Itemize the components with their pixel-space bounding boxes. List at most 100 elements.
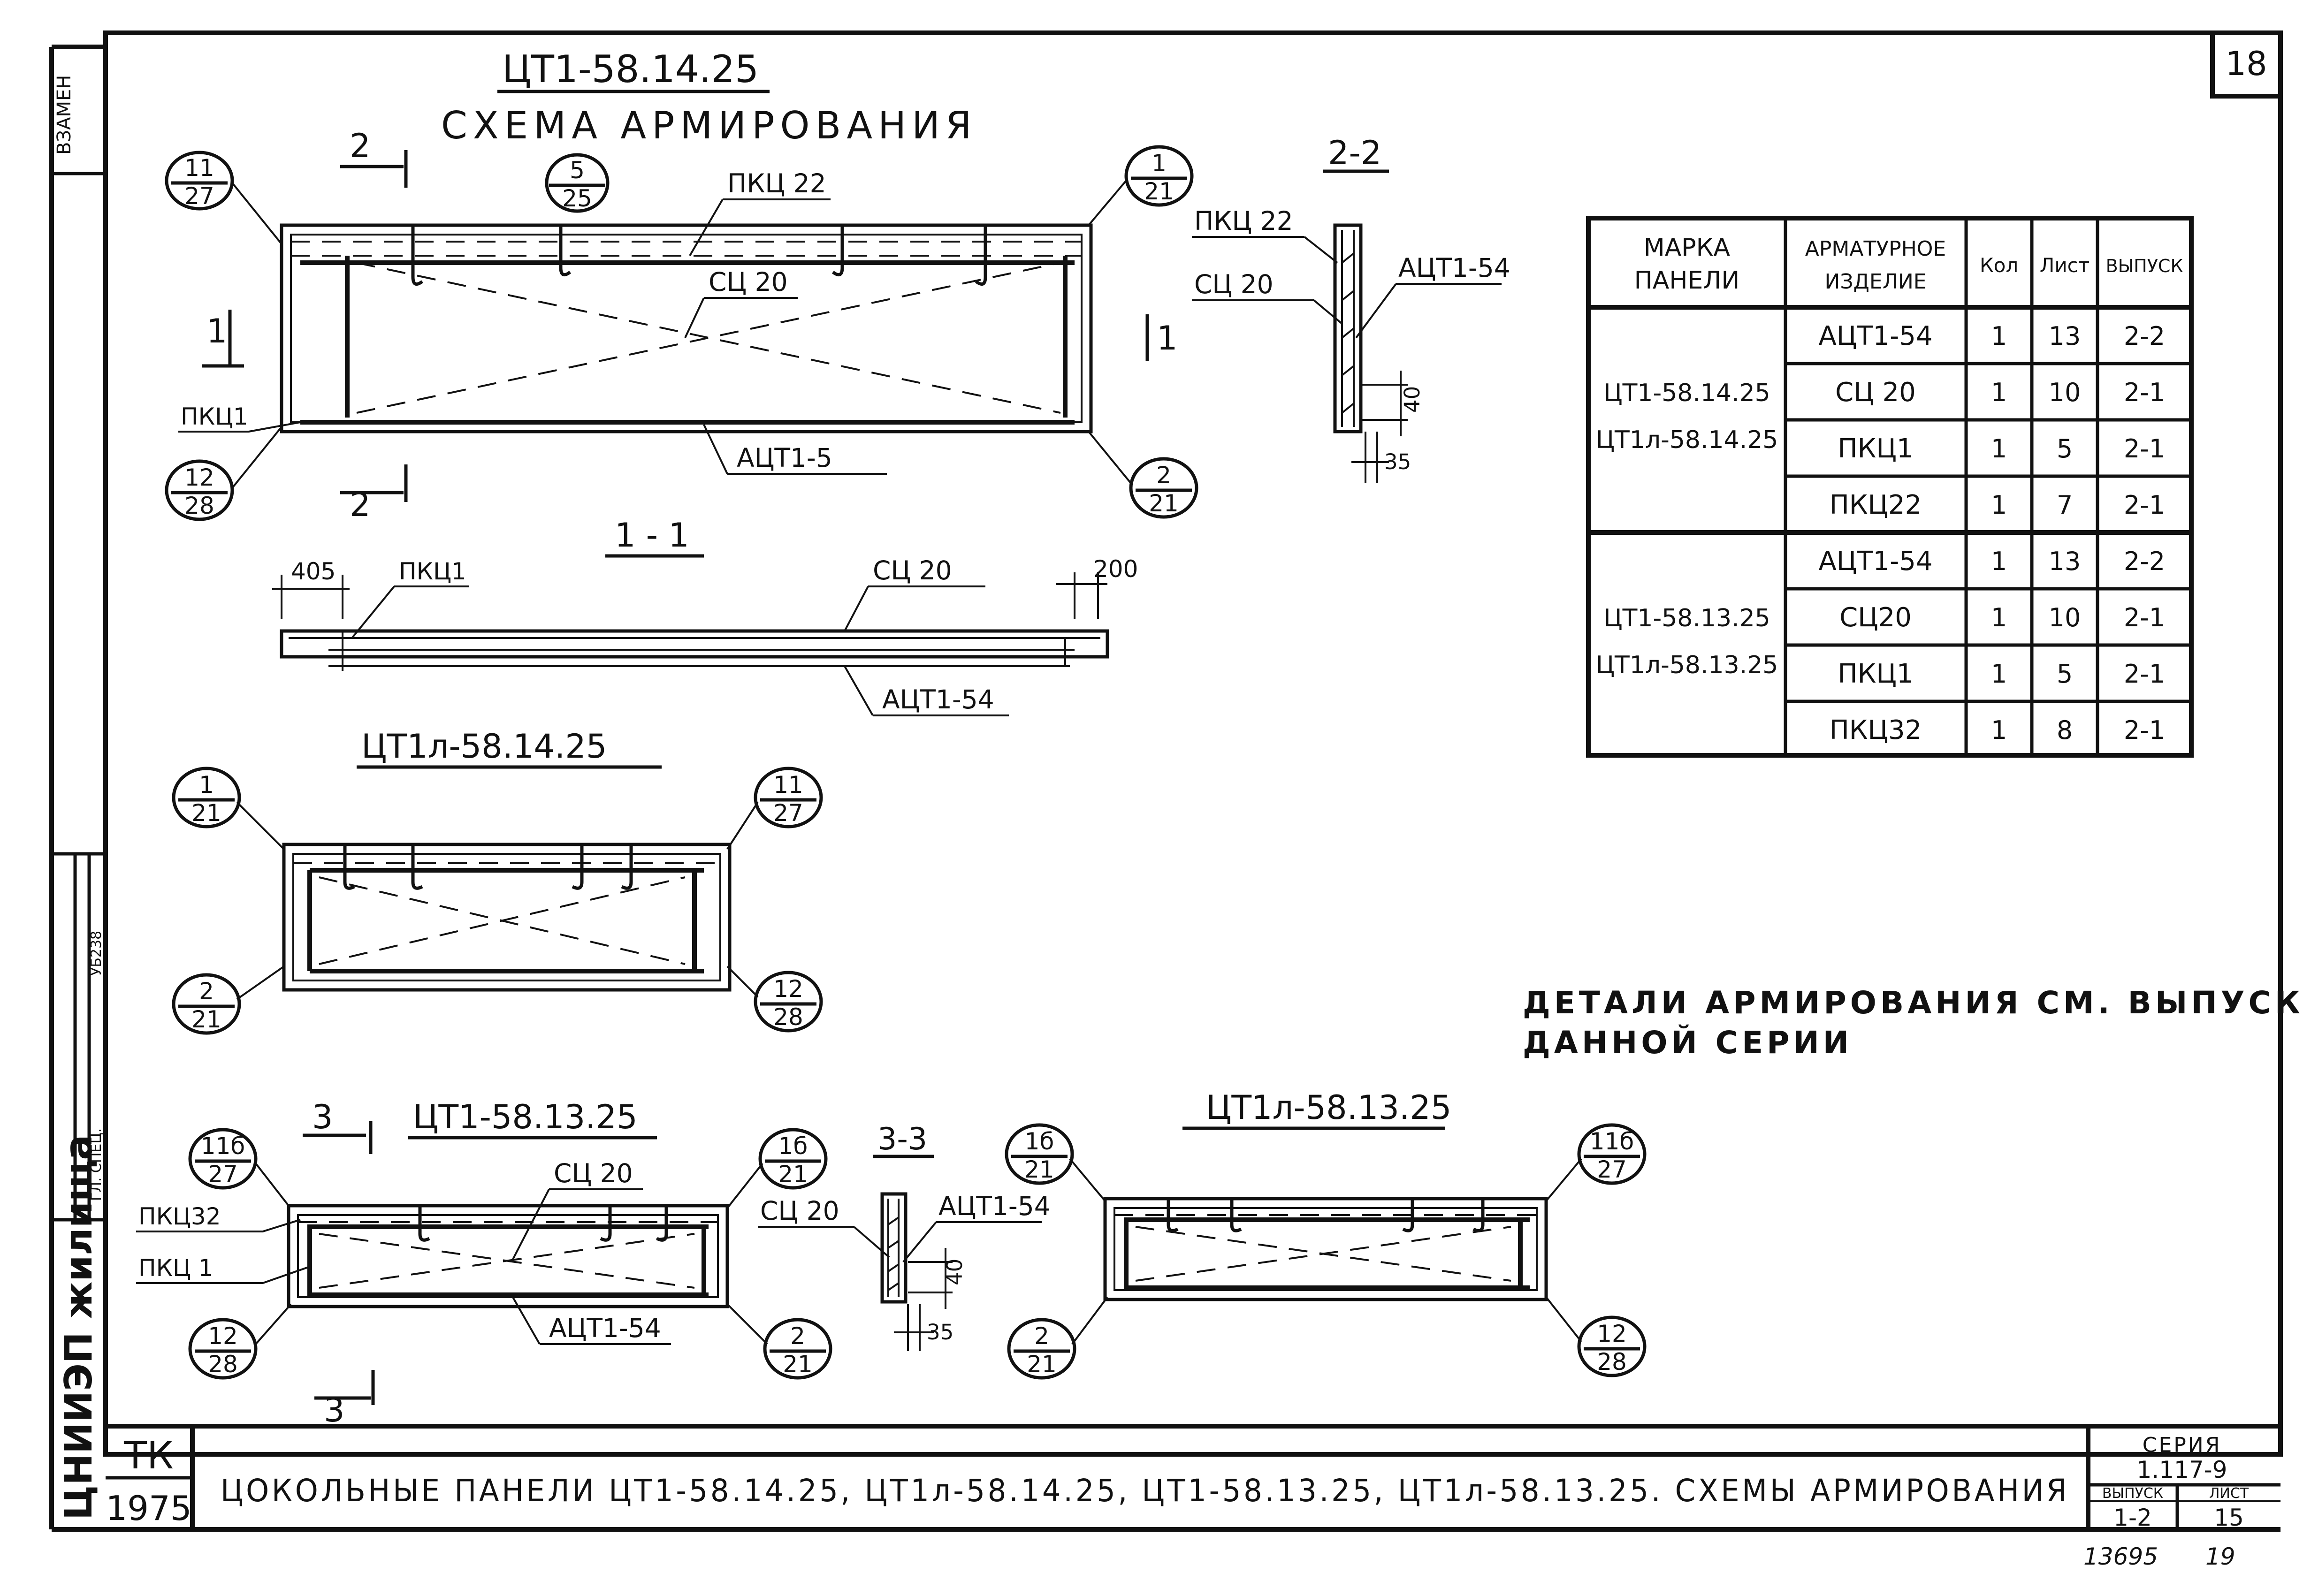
cut-2-2-title: 2-2 (1328, 134, 1381, 172)
footer-number: 19 (2205, 1543, 2235, 1570)
svg-text:12: 12 (208, 1322, 238, 1350)
section-2-top: 2 (350, 127, 371, 165)
inventory-number: 13695 (2083, 1543, 2158, 1570)
table-mark: ЦТ1-58.14.25 (1603, 379, 1770, 407)
callout-12-28-p2: 12 28 (726, 965, 823, 1033)
cut-3-3-title: 3-3 (877, 1122, 927, 1157)
label-pkc32-p3: ПКЦ32 (138, 1203, 221, 1230)
table-header-qty: Кол (1980, 254, 2018, 277)
label-act1-54-cut11: АЦТ1-54 (882, 684, 994, 714)
table-cell: АЦТ1-54 (1818, 546, 1932, 577)
table-mark: ЦТ1л-58.13.25 (1596, 651, 1778, 679)
label-sc20-cut: СЦ 20 (1194, 269, 1274, 299)
svg-text:27: 27 (1597, 1156, 1627, 1183)
label-pkc1-main: ПКЦ1 (181, 403, 248, 430)
table-cell: СЦ 20 (1835, 377, 1916, 408)
callout-2-21-p3: 2 21 (726, 1303, 832, 1380)
label-pkc22-cut: ПКЦ 22 (1194, 206, 1293, 236)
table-header-mark: МАРКА (1644, 234, 1731, 262)
svg-text:27: 27 (184, 182, 214, 210)
drawing-title: ЦОКОЛЬНЫЕ ПАНЕЛИ ЦТ1-58.14.25, ЦТ1л-58.1… (221, 1473, 2069, 1509)
table-mark: ЦТ1л-58.14.25 (1596, 426, 1778, 454)
panel2-title: ЦТ1л-58.14.25 (361, 727, 607, 766)
tk-label: ТК (123, 1434, 174, 1477)
callout-1-21-main: 1 21 (1088, 145, 1194, 226)
spec-table (1586, 216, 2194, 758)
label-sc20-p3: СЦ 20 (554, 1158, 633, 1188)
svg-text:2: 2 (199, 978, 214, 1005)
table-cell: 2-1 (2124, 603, 2165, 632)
vzamen-label: ВЗАМЕН (53, 75, 75, 155)
table-header-item: АРМАТУРНОЕ (1805, 237, 1946, 261)
svg-text:12: 12 (773, 975, 803, 1003)
svg-text:28: 28 (208, 1351, 238, 1378)
svg-text:28: 28 (184, 492, 214, 519)
svg-text:2: 2 (1034, 1322, 1049, 1350)
panel4-title: ЦТ1л-58.13.25 (1206, 1088, 1451, 1127)
svg-text:21: 21 (778, 1161, 808, 1188)
panel3-title: ЦТ1-58.13.25 (413, 1098, 638, 1136)
vypusk-label: ВЫПУСК (2102, 1485, 2163, 1502)
svg-text:1: 1 (1152, 150, 1167, 177)
table-cell: 1 (1991, 378, 2007, 407)
callout-2-21-p2: 2 21 (172, 965, 285, 1035)
table-cell: 1 (1991, 434, 2007, 464)
table-cell: ПКЦ32 (1830, 715, 1922, 745)
svg-text:25: 25 (562, 185, 592, 212)
dim-40-cut: 40 (1400, 386, 1425, 413)
label-act1-54-p3: АЦТ1-54 (549, 1313, 661, 1343)
table-cell: 2-1 (2124, 659, 2165, 689)
table-cell: ПКЦ1 (1838, 659, 1914, 689)
panel4-outline (1103, 1197, 1548, 1301)
svg-text:12: 12 (1597, 1320, 1627, 1347)
svg-text:21: 21 (1027, 1351, 1057, 1378)
table-cell: 1 (1991, 603, 2007, 632)
svg-text:1б: 1б (778, 1132, 808, 1160)
table-header-sheet: Лист (2040, 254, 2090, 277)
table-cell: 10 (2049, 603, 2081, 632)
svg-text:1: 1 (199, 771, 214, 798)
table-cell: 2-1 (2124, 434, 2165, 464)
callout-1b-21-p3: 1б 21 (726, 1128, 828, 1209)
section-1-left: 1 (206, 312, 228, 350)
callout-12-28-p4: 12 28 (1545, 1296, 1647, 1377)
table-header-item: ИЗДЕЛИЕ (1824, 270, 1926, 294)
table-cell: 2-1 (2124, 715, 2165, 745)
sheet-number: 18 (2225, 45, 2267, 83)
svg-text:21: 21 (1149, 490, 1179, 517)
callout-11b-27-p4: 11б 27 (1545, 1123, 1647, 1202)
list-label: ЛИСТ (2209, 1485, 2249, 1502)
main-diagram-title: ЦТ1-58.14.25 (502, 47, 759, 91)
callout-12-28-p3: 12 28 (188, 1303, 292, 1380)
table-cell: 5 (2057, 434, 2073, 464)
svg-text:11б: 11б (1590, 1128, 1634, 1155)
label-sc20-cut11: СЦ 20 (873, 555, 952, 585)
cut-3-3-body (880, 1192, 908, 1304)
table-cell: 2-2 (2124, 321, 2165, 351)
svg-text:2: 2 (790, 1322, 805, 1350)
svg-text:27: 27 (208, 1161, 238, 1188)
table-cell: АЦТ1-54 (1818, 321, 1932, 351)
callout-2-21-p4: 2 21 (1007, 1296, 1108, 1380)
table-cell: СЦ20 (1839, 602, 1912, 633)
cut-1-1-body (280, 629, 1109, 659)
svg-text:5: 5 (570, 157, 585, 184)
sub-label-a: УБ238 (88, 931, 105, 976)
svg-text:21: 21 (191, 1006, 221, 1033)
table-cell: 1 (1991, 715, 2007, 745)
table-mark: ЦТ1-58.13.25 (1603, 604, 1770, 632)
table-cell: 13 (2049, 547, 2081, 576)
table-cell: 2-1 (2124, 490, 2165, 520)
list-value: 15 (2214, 1504, 2244, 1531)
table-cell: 2-2 (2124, 547, 2165, 576)
note-line-1: ДЕТАЛИ АРМИРОВАНИЯ СМ. ВЫПУСК 0-1 (1523, 985, 2311, 1021)
seria-value: 1.117-9 (2137, 1456, 2227, 1483)
panel2-outline (282, 843, 732, 992)
cut-2-2-body (1333, 223, 1363, 433)
dim-405: 405 (291, 558, 336, 585)
callout-5-25-main: 5 25 (545, 153, 610, 213)
section-1-right: 1 (1157, 319, 1178, 357)
callout-2-21-main: 2 21 (1088, 431, 1198, 519)
